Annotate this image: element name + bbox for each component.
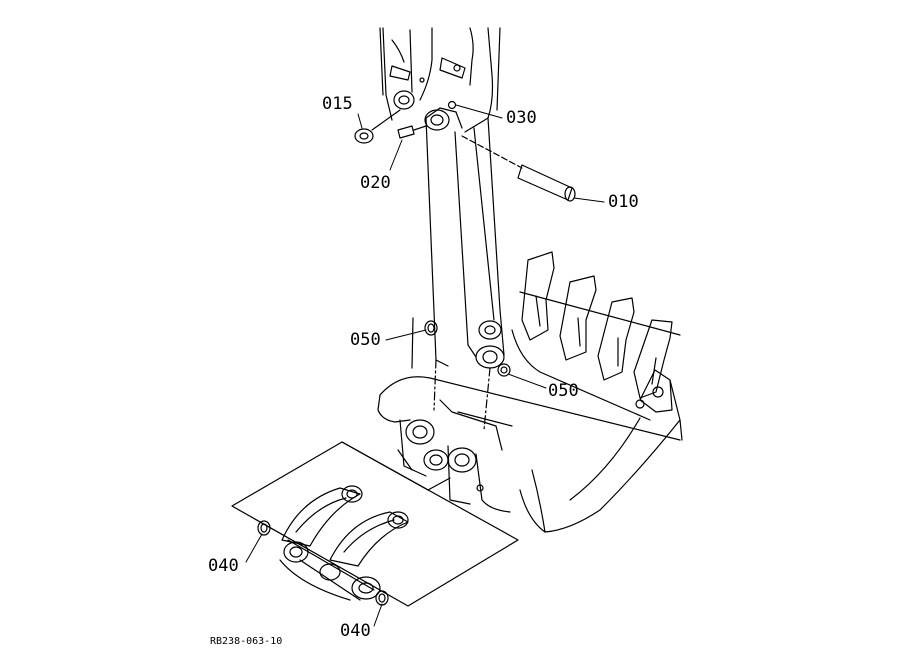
callout-010: 010 [608,192,639,212]
callout-015: 015 [322,94,353,114]
nipple-030-drawing [447,100,457,110]
o-ring-050-drawing [411,317,511,377]
callout-020: 020 [360,173,391,193]
bolt-020-drawing [397,125,427,139]
leader-lines [245,104,605,627]
arm-drawing [379,27,505,369]
callout-040-left: 040 [208,556,239,576]
bucket-drawing [377,251,683,533]
callout-050-right: 050 [548,381,579,401]
callout-030: 030 [506,108,537,128]
callout-050-left: 050 [350,330,381,350]
washer-015-drawing [354,109,401,144]
pin-010-drawing [461,135,576,202]
drawing-code: RB238-063-10 [210,636,283,647]
callout-040-bottom: 040 [340,621,371,641]
link-assembly-drawing [231,441,519,607]
